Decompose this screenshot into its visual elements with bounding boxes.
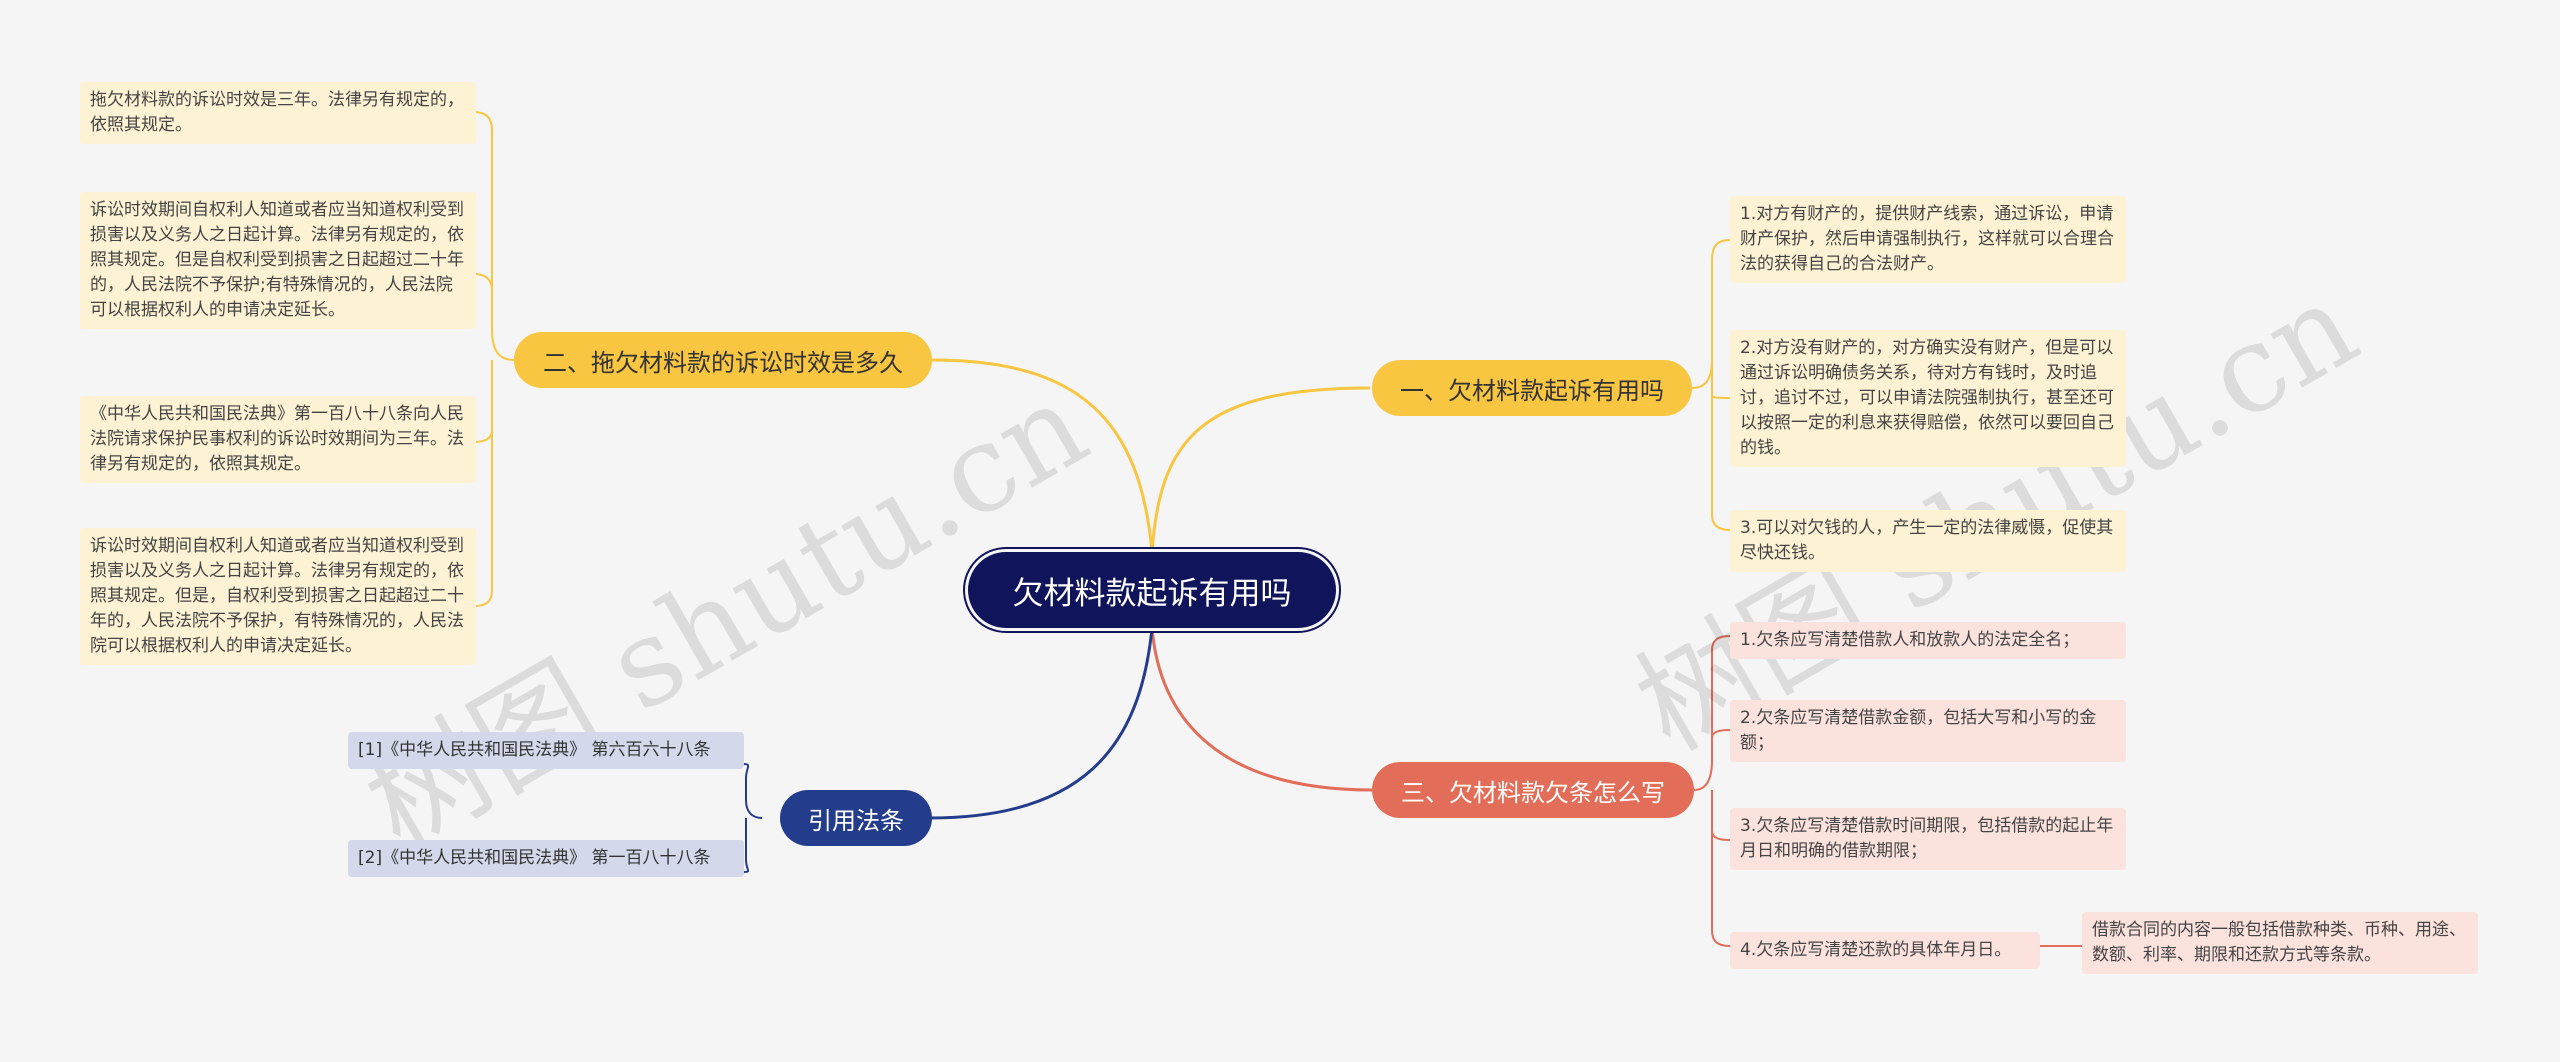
link-r1-b bbox=[1711, 360, 1731, 399]
branch-limitation-period[interactable]: 二、拖欠材料款的诉讼时效是多久 bbox=[514, 332, 932, 388]
link-root-right1 bbox=[1150, 386, 1371, 553]
link-l1-b bbox=[473, 273, 493, 330]
branch-cited-law[interactable]: 引用法条 bbox=[780, 790, 932, 846]
link-l2-b bbox=[743, 818, 750, 873]
branch-iou-writing[interactable]: 三、欠材料款欠条怎么写 bbox=[1372, 762, 1694, 818]
leaf-sue-useful-2: 2.对方没有财产的，对方确实没有财产，但是可以通过诉讼明确债务关系，待对方有钱时… bbox=[1730, 330, 2126, 467]
link-r2-b bbox=[1711, 729, 1731, 760]
leaf-sue-useful-3: 3.可以对欠钱的人，产生一定的法律威慑，促使其尽快还钱。 bbox=[1730, 510, 2126, 572]
leaf-sue-useful-1: 1.对方有财产的，提供财产线索，通过诉讼，申请财产保护，然后申请强制执行，这样就… bbox=[1730, 196, 2126, 283]
leaf-iou-4: 4.欠条应写清楚还款的具体年月日。 bbox=[1730, 932, 2040, 969]
leaf-iou-1: 1.欠条应写清楚借款人和放款人的法定全名； bbox=[1730, 622, 2126, 659]
leaf-cited-law-1: [1]《中华人民共和国民法典》 第六百六十八条 bbox=[348, 732, 744, 769]
link-root-right2 bbox=[1150, 627, 1373, 792]
link-root-left1 bbox=[931, 358, 1154, 553]
leaf-iou-2: 2.欠条应写清楚借款金额，包括大写和小写的金额； bbox=[1730, 700, 2126, 762]
link-r1-c bbox=[1711, 395, 1731, 531]
link-l1-c bbox=[473, 360, 493, 443]
link-l1-stem bbox=[473, 111, 515, 361]
link-r2-stem bbox=[1693, 635, 1731, 791]
link-l1-d bbox=[473, 430, 493, 607]
leaf-iou-3: 3.欠条应写清楚借款时间期限，包括借款的起止年月日和明确的借款期限； bbox=[1730, 808, 2126, 870]
leaf-iou-4-sub: 借款合同的内容一般包括借款种类、币种、用途、数额、利率、期限和还款方式等条款。 bbox=[2082, 912, 2478, 974]
link-r1-stem bbox=[1691, 239, 1731, 389]
leaf-limitation-1: 拖欠材料款的诉讼时效是三年。法律另有规定的，依照其规定。 bbox=[80, 82, 476, 144]
root-node[interactable]: 欠材料款起诉有用吗 bbox=[968, 552, 1336, 628]
leaf-limitation-2: 诉讼时效期间自权利人知道或者应当知道权利受到损害以及义务人之日起计算。法律另有规… bbox=[80, 192, 476, 329]
link-root-left2 bbox=[929, 627, 1154, 820]
link-l2-stem bbox=[743, 763, 763, 819]
leaf-limitation-4: 诉讼时效期间自权利人知道或者应当知道权利受到损害以及义务人之日起计算。法律另有规… bbox=[80, 528, 476, 665]
leaf-limitation-3: 《中华人民共和国民法典》第一百八十八条向人民法院请求保护民事权利的诉讼时效期间为… bbox=[80, 396, 476, 483]
link-r2-c bbox=[1711, 790, 1731, 841]
leaf-cited-law-2: [2]《中华人民共和国民法典》 第一百八十八条 bbox=[348, 840, 744, 877]
branch-sue-useful[interactable]: 一、欠材料款起诉有用吗 bbox=[1372, 360, 1692, 416]
link-r2-d bbox=[1711, 830, 1731, 947]
